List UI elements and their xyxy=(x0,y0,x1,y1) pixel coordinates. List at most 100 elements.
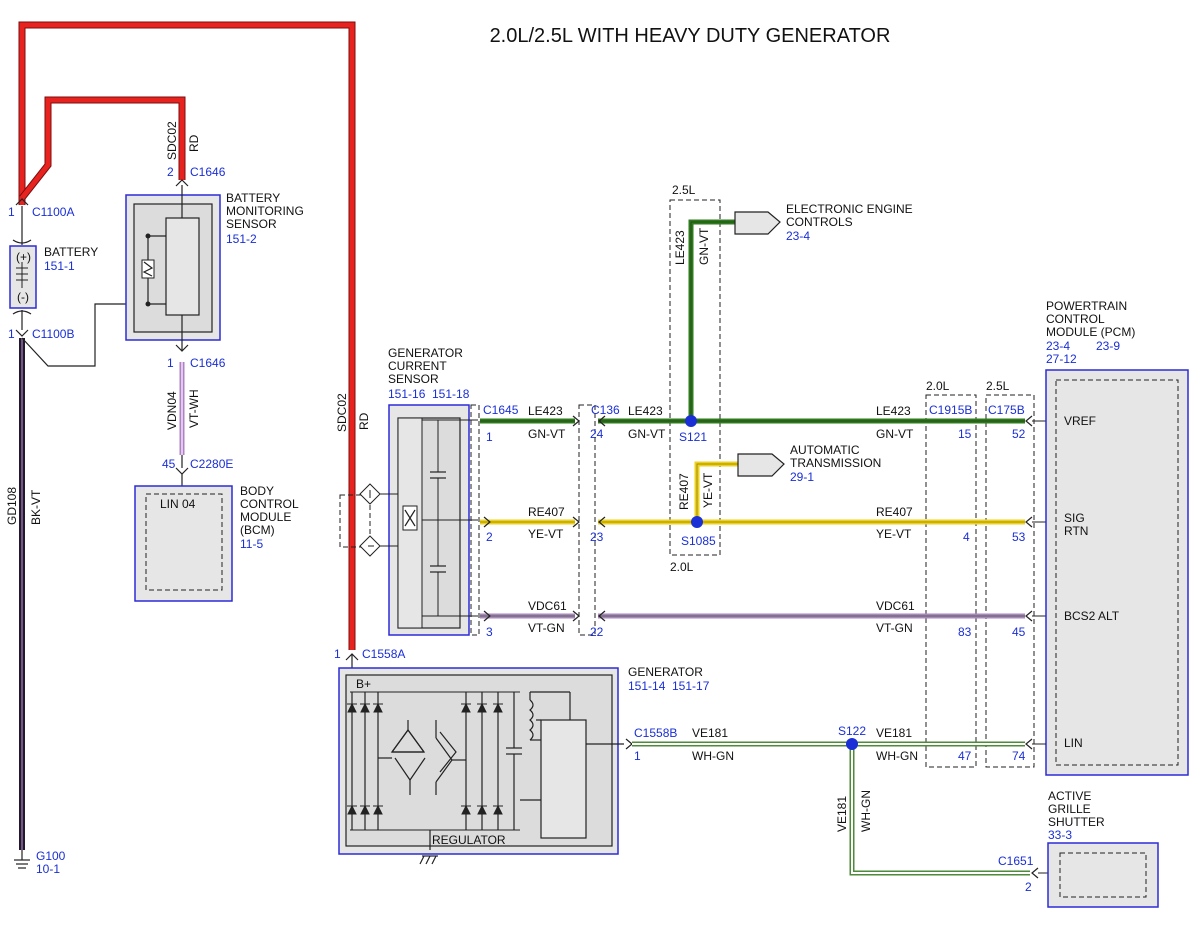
gnvt-label-2: GN-VT xyxy=(628,427,666,441)
gcs-ref-1: 151-16 xyxy=(388,387,426,401)
bms-wire-color: RD xyxy=(187,134,201,152)
ve181-wire xyxy=(625,738,1060,879)
bcm-wire-color: VT-WH xyxy=(187,389,201,428)
ags-block xyxy=(1047,842,1159,908)
ground-wire xyxy=(14,303,150,869)
re407-wire xyxy=(480,461,1046,528)
generator-ref-2: 151-17 xyxy=(672,679,710,693)
s1085-label: S1085 xyxy=(681,534,716,548)
pcm-label-1: POWERTRAIN xyxy=(1046,299,1127,313)
gcs-block xyxy=(339,404,478,636)
bcm-wire-circuit: VDN04 xyxy=(165,391,179,430)
ve181-label-2: VE181 xyxy=(876,726,912,740)
gcs-pin-2: 2 xyxy=(486,530,493,544)
pcm-pin-lin: LIN xyxy=(1064,736,1083,750)
bms-wire-circuit: SDC02 xyxy=(165,121,179,160)
eec-ref: 23-4 xyxy=(786,229,810,243)
generator-name: GENERATOR xyxy=(628,665,703,679)
gnvt-label-1: GN-VT xyxy=(528,427,566,441)
yevt-label-2: YE-VT xyxy=(876,527,912,541)
trans-label-1: AUTOMATIC xyxy=(790,443,860,457)
le423-wire xyxy=(480,219,1046,427)
generator-regulator: REGULATOR xyxy=(432,833,506,847)
c136-name: C136 xyxy=(591,403,620,417)
whgn-label-2: WH-GN xyxy=(876,749,918,763)
pcm-pin-bcs: BCS2 ALT xyxy=(1064,609,1120,623)
battery-name: BATTERY xyxy=(44,245,98,259)
ve181-label-v: VE181 xyxy=(835,796,849,832)
sdc02-circuit: SDC02 xyxy=(335,393,349,432)
ground-name: G100 xyxy=(36,849,66,863)
pcm-pin-vref: VREF xyxy=(1064,414,1096,428)
bms-bot-conn: C1646 xyxy=(190,356,226,370)
bcm-label-2: CONTROL xyxy=(240,497,299,511)
yevt-label-v: YE-VT xyxy=(701,472,715,508)
pcm-pin-rtn: RTN xyxy=(1064,524,1088,538)
pcm-label-2: CONTROL xyxy=(1046,312,1105,326)
eec-label-2: CONTROLS xyxy=(786,215,853,229)
generator-conn: C1558B xyxy=(634,726,677,740)
bms-label-1: BATTERY xyxy=(226,191,280,205)
bms-label-2: MONITORING xyxy=(226,204,304,218)
generator-bplus: B+ xyxy=(356,677,371,691)
gcs-conn: C1645 xyxy=(483,403,519,417)
variant-20-label-mid: 2.0L xyxy=(670,560,694,574)
vtgn-label-1: VT-GN xyxy=(528,621,565,635)
gnvt-label-v: GN-VT xyxy=(697,227,711,265)
re407-label-2: RE407 xyxy=(876,505,913,519)
eec-connector-shape xyxy=(734,211,781,235)
c175b-pin-bcs: 45 xyxy=(1012,625,1026,639)
c1100b-pin: 1 xyxy=(8,327,15,341)
le423-label-3: LE423 xyxy=(876,404,911,418)
bms-top-pin: 2 xyxy=(167,165,174,179)
pcm-ref-2: 23-9 xyxy=(1096,339,1120,353)
ground-ref: 10-1 xyxy=(36,862,60,876)
pcm-label-3: MODULE (PCM) xyxy=(1046,325,1135,339)
le423-label-2: LE423 xyxy=(628,404,663,418)
c136-pin-le: 24 xyxy=(590,427,604,441)
bcm-conn: C2280E xyxy=(190,457,233,471)
ags-conn: C1651 xyxy=(998,854,1034,868)
pcm-ref-3: 27-12 xyxy=(1046,352,1077,366)
c1100b-name: C1100B xyxy=(32,327,74,341)
whgn-label-v: WH-GN xyxy=(859,790,873,832)
c1100a-pin: 1 xyxy=(8,205,15,219)
re407-label-v: RE407 xyxy=(677,473,691,510)
c1915b-variant: 2.0L xyxy=(926,379,950,393)
ve181-label-1: VE181 xyxy=(692,726,728,740)
bcm-label-4: (BCM) xyxy=(240,523,275,537)
bms-bot-pin: 1 xyxy=(167,356,174,370)
ground-circuit: GD108 xyxy=(5,487,19,525)
c1915b-pin-sig: 4 xyxy=(963,530,970,544)
ags-pin: 2 xyxy=(1025,880,1032,894)
c175b-pin-vref: 52 xyxy=(1012,427,1026,441)
vtgn-label-2: VT-GN xyxy=(876,621,913,635)
yevt-label-1: YE-VT xyxy=(528,527,564,541)
c175b-variant: 2.5L xyxy=(986,379,1010,393)
s121-label: S121 xyxy=(679,430,707,444)
c1915b-pin-vref: 15 xyxy=(958,427,972,441)
gcs-label-2: CURRENT xyxy=(388,359,447,373)
ags-label-1: ACTIVE xyxy=(1048,789,1091,803)
bcm-label-3: MODULE xyxy=(240,510,291,524)
generator-ref-1: 151-14 xyxy=(628,679,666,693)
gcs-pin-3: 3 xyxy=(486,625,493,639)
pcm-pin-sig: SIG xyxy=(1064,511,1085,525)
c175b-name: C175B xyxy=(988,403,1025,417)
re407-label-1: RE407 xyxy=(528,505,565,519)
trans-label-2: TRANSMISSION xyxy=(790,456,881,470)
c175b-pin-lin: 74 xyxy=(1012,749,1026,763)
battery-minus: (-) xyxy=(17,290,29,304)
trans-connector-shape xyxy=(737,453,785,477)
pcm-ref-1: 23-4 xyxy=(1046,339,1070,353)
eec-label-1: ELECTRONIC ENGINE xyxy=(786,202,913,216)
c1915b-pin-lin: 47 xyxy=(958,749,972,763)
bcm-block xyxy=(134,485,233,602)
diagram-title: 2.0L/2.5L WITH HEAVY DUTY GENERATOR xyxy=(490,25,891,47)
gcs-label-3: SENSOR xyxy=(388,372,439,386)
bms-ref: 151-2 xyxy=(226,232,257,246)
ags-ref: 33-3 xyxy=(1048,828,1072,842)
connector-outlines xyxy=(470,199,1035,768)
bms-top-conn: C1646 xyxy=(190,165,226,179)
